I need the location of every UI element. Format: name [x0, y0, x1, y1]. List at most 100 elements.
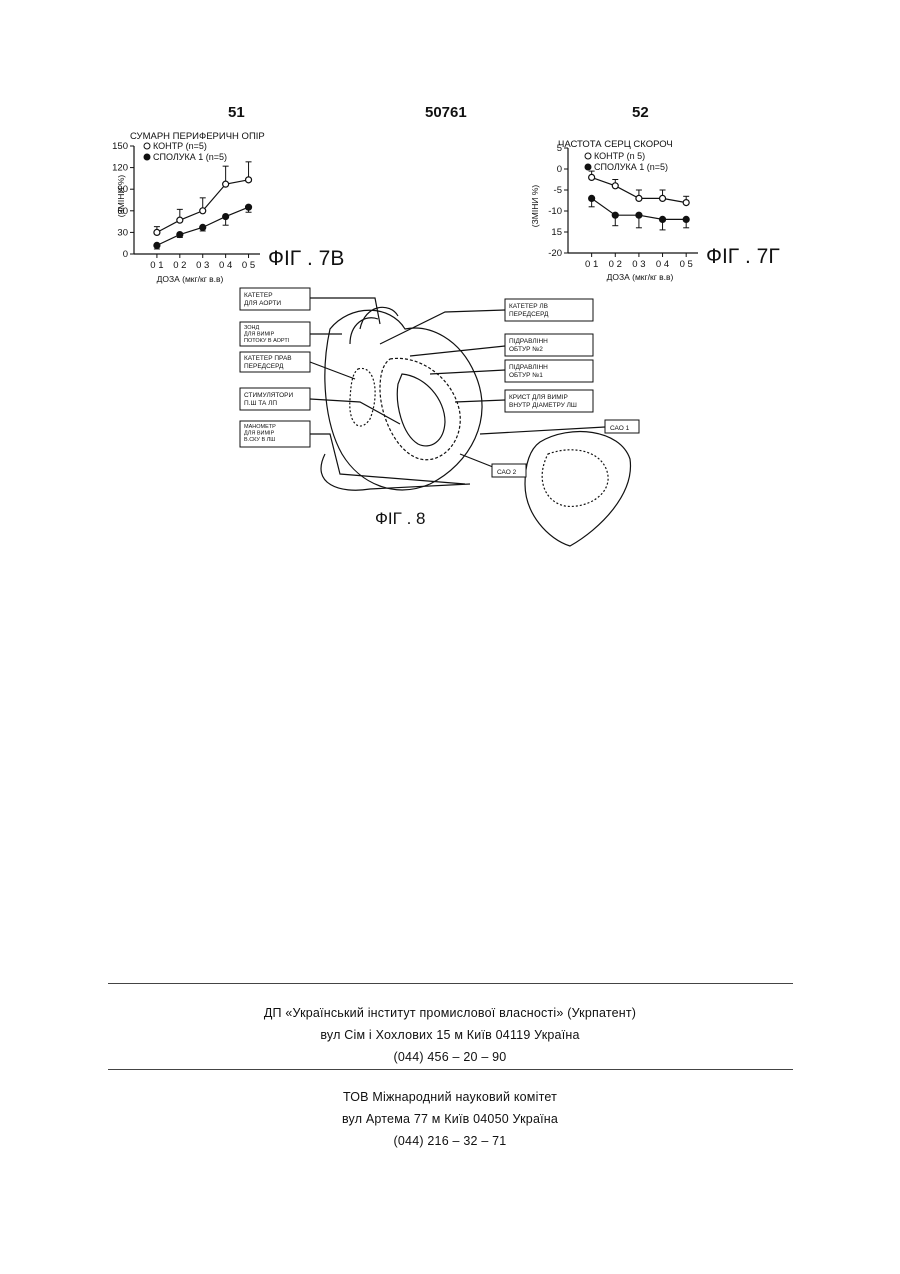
page-number-left: 51 — [228, 104, 245, 121]
y-tick-label: -5 — [554, 185, 562, 196]
la-catheter-line — [380, 310, 505, 344]
x-tick-label: 0 3 — [196, 260, 209, 271]
data-point — [223, 214, 229, 220]
data-point — [683, 216, 689, 222]
aorta-catheter-line — [310, 298, 380, 324]
x-tick-label: 0 2 — [173, 260, 186, 271]
y-tick-label: -10 — [548, 206, 562, 217]
crystal-line — [455, 400, 505, 402]
data-point — [154, 242, 160, 248]
legend-label: КОНТР (n 5) — [594, 151, 645, 161]
y-tick-label: 30 — [117, 227, 128, 238]
y-tick-label: -20 — [548, 248, 562, 259]
data-point — [636, 195, 642, 201]
data-point — [246, 177, 252, 183]
chart-fig-7b: СУМАРН ПЕРИФЕРИЧН ОПІР (ЗМІНИ %) ДОЗА (м… — [110, 122, 370, 287]
label-sao1: САО 1 — [605, 420, 639, 433]
y-tick-label: 5 — [557, 143, 562, 154]
x-tick-label: 0 2 — [609, 259, 622, 270]
long-lead — [321, 454, 470, 490]
chart-fig-7g: ЧАСТОТА СЕРЦ СКОРОЧ (ЗМІНИ %) ДОЗА (мкг/… — [520, 122, 785, 287]
data-point — [154, 229, 160, 235]
sao1-line — [480, 427, 605, 434]
data-point — [246, 204, 252, 210]
figure-8-caption: ФІГ . 8 — [375, 509, 425, 528]
y-axis-label: (ЗМІНИ %) — [530, 185, 540, 228]
label-occluder2: ПІДРАВЛІННОБТУР №2 — [505, 334, 593, 356]
label-flow-zone: ЗОНДДЛЯ ВИМІРПОТОКУ В АОРТІ — [240, 322, 310, 346]
footer-phone-2: (044) 216 – 32 – 71 — [0, 1134, 900, 1148]
cross-section-inner — [542, 450, 608, 507]
heart-outline — [325, 310, 482, 490]
footer-rule-top — [108, 983, 793, 984]
label-sao2: САО 2 — [492, 464, 526, 477]
data-point — [612, 183, 618, 189]
data-point — [683, 200, 689, 206]
data-point — [200, 208, 206, 214]
data-point — [200, 224, 206, 230]
footer-phone-1: (044) 456 – 20 – 90 — [0, 1050, 900, 1064]
label-stimulators: СТИМУЛЯТОРИП.Ш ТА ЛП — [240, 388, 310, 410]
x-tick-label: 0 3 — [632, 259, 645, 270]
figure-label: ФІГ . 7Г — [706, 245, 780, 268]
label-la-catheter: КАТЕТЕР ЛВПЕРЕДСЕРД — [505, 299, 593, 321]
y-tick-label: 90 — [117, 184, 128, 195]
legend-marker — [585, 153, 591, 159]
legend-label: СПОЛУКА 1 (n=5) — [153, 152, 227, 162]
label-text: ПІДРАВЛІННОБТУР №2 — [509, 338, 548, 353]
x-axis-label: ДОЗА (мкг/кг в.в) — [157, 274, 224, 284]
manometer-line — [310, 434, 465, 484]
x-tick-label: 0 5 — [242, 260, 255, 271]
x-tick-label: 0 4 — [656, 259, 669, 270]
svg-text:САО 1: САО 1 — [610, 425, 630, 432]
footer-address-2: вул Артема 77 м Київ 04050 Україна — [0, 1112, 900, 1126]
label-text: МАНОМЕТРДЛЯ ВИМІРВ.СКУ В ЛШ — [244, 424, 276, 443]
svg-text:САО 2: САО 2 — [497, 469, 517, 476]
y-tick-label: 150 — [112, 141, 128, 152]
occluder1-line — [430, 370, 505, 374]
heart-cross-section — [525, 432, 630, 546]
y-tick-label: 60 — [117, 206, 128, 217]
label-text: ПІДРАВЛІННОБТУР №1 — [509, 364, 548, 379]
legend-marker — [585, 164, 591, 170]
y-tick-label: 0 — [123, 249, 128, 260]
page-number-right: 52 — [632, 104, 649, 121]
data-point — [589, 195, 595, 201]
data-point — [660, 195, 666, 201]
label-aorta-catheter: КАТЕТЕРДЛЯ АОРТИ — [240, 288, 310, 310]
data-point — [177, 232, 183, 238]
x-tick-label: 0 1 — [150, 260, 163, 271]
label-crystal: КРИСТ ДЛЯ ВИМІРВНУТР ДІАМЕТРУ ЛШ — [505, 390, 593, 412]
x-tick-label: 0 4 — [219, 260, 232, 271]
ventricle-inner — [397, 374, 445, 446]
footer-rule-bottom — [108, 1069, 793, 1070]
data-point — [589, 174, 595, 180]
label-manometer: МАНОМЕТРДЛЯ ВИМІРВ.СКУ В ЛШ — [240, 421, 310, 447]
data-point — [636, 212, 642, 218]
footer-committee: ТОВ Міжнародний науковий комітет — [0, 1090, 900, 1104]
x-tick-label: 0 1 — [585, 259, 598, 270]
figure-label: ФІГ . 7В — [268, 247, 344, 270]
document-number: 50761 — [425, 104, 467, 121]
ra-catheter-line — [310, 362, 355, 379]
label-text: КАТЕТЕР ЛВПЕРЕДСЕРД — [509, 303, 549, 318]
right-atrium — [350, 368, 375, 426]
x-axis-label: ДОЗА (мкг/кг в.в) — [607, 272, 674, 282]
y-tick-label: 0 — [557, 164, 562, 175]
chart-title: ЧАСТОТА СЕРЦ СКОРОЧ — [558, 139, 673, 150]
data-point — [612, 212, 618, 218]
legend-label: КОНТР (n=5) — [153, 141, 207, 151]
legend-label: СПОЛУКА 1 (n=5) — [594, 162, 668, 172]
label-text: КРИСТ ДЛЯ ВИМІРВНУТР ДІАМЕТРУ ЛШ — [509, 394, 577, 409]
x-tick-label: 0 5 — [680, 259, 693, 270]
footer-address-1: вул Сім і Хохлових 15 м Київ 04119 Украї… — [0, 1028, 900, 1042]
data-point — [660, 216, 666, 222]
data-point — [177, 217, 183, 223]
data-point — [223, 181, 229, 187]
y-tick-label: 120 — [112, 163, 128, 174]
y-tick-label: 15 — [551, 227, 562, 238]
label-ra-catheter: КАТЕТЕР ПРАВПЕРЕДСЕРД — [240, 352, 310, 372]
label-occluder1: ПІДРАВЛІННОБТУР №1 — [505, 360, 593, 382]
figure-8-diagram: КАТЕТЕРДЛЯ АОРТИ ЗОНДДЛЯ ВИМІРПОТОКУ В А… — [230, 284, 650, 554]
footer-institute: ДП «Український інститут промислової вла… — [0, 1006, 900, 1020]
